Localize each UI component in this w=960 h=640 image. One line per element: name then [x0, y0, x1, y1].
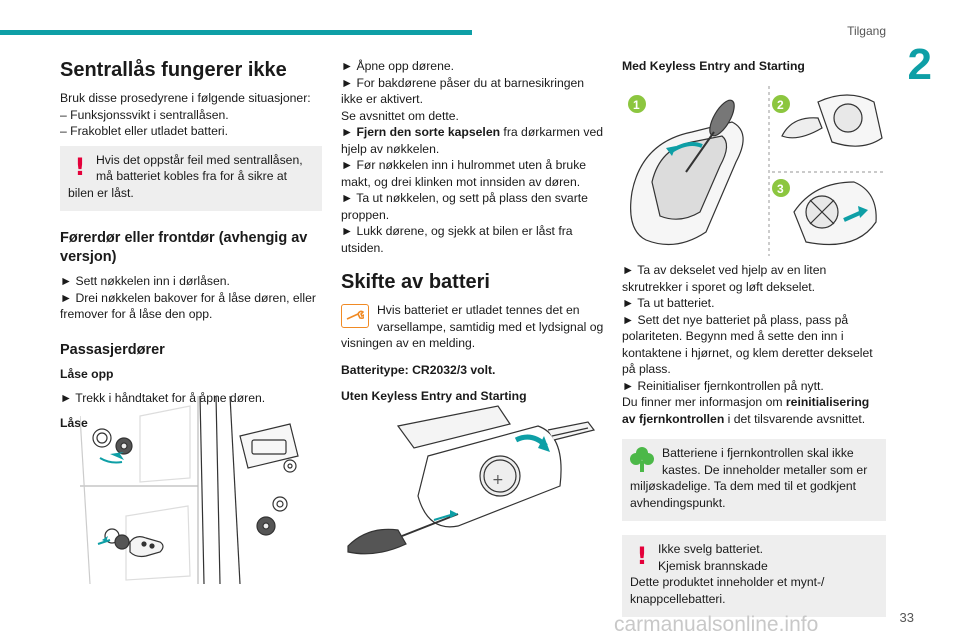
- recycle-leaf-icon: [630, 445, 654, 478]
- step: ► Sett det nye batteriet på plass, pass …: [622, 312, 873, 377]
- column-1: Sentrallås fungerer ikke Bruk disse pros…: [60, 58, 322, 435]
- step-badge: [772, 179, 790, 197]
- with-keyless-heading: Med Keyless Entry and Starting: [622, 58, 886, 75]
- step-badge-label: 2: [777, 98, 784, 112]
- step: ► Ta av dekselet ved hjelp av en liten s…: [622, 263, 827, 294]
- without-keyless-text: Uten Keyless Entry and Starting: [341, 389, 527, 403]
- step-badge: [772, 95, 790, 113]
- step-bold: ► Fjern den sorte kapselen: [341, 125, 501, 139]
- battery-note: Hvis batteriet er utladet tennes det en …: [341, 302, 605, 352]
- warning-note: ! Hvis det oppstår feil med sentrallåsen…: [60, 145, 322, 211]
- warning-icon: !: [636, 542, 648, 570]
- eco-note-text: Batteriene i fjernkontrollen skal ikke k…: [630, 446, 868, 510]
- chapter-number: 2: [907, 40, 932, 89]
- step-badge-label: 3: [777, 182, 784, 196]
- wrench-icon: [341, 304, 369, 328]
- step: ► Trekk i håndtaket for å åpne døren.: [60, 391, 266, 405]
- eco-note: Batteriene i fjernkontrollen skal ikke k…: [622, 439, 886, 521]
- warning-line: Ikke svelg batteriet.: [658, 542, 763, 556]
- step: ► Drei nøkkelen bakover for å låse døren…: [60, 290, 316, 322]
- header-accent-bar: [0, 30, 472, 35]
- info-bold: reinitialisering av fjernkontrollen: [622, 395, 870, 426]
- warning-line: Kjemisk brannskade: [658, 558, 768, 573]
- column-2: ► Åpne opp dørene. ► For bakdørene påser…: [341, 58, 605, 405]
- section-title: Sentrallås fungerer ikke: [60, 59, 287, 81]
- step: ► Åpne opp dørene.: [341, 59, 455, 73]
- keyless-battery-illustration: 1 2 3: [628, 86, 884, 256]
- key-battery-illustration: +: [347, 405, 596, 555]
- step: ► Fjern den sorte kapselen fra dørkarmen…: [341, 124, 605, 157]
- step-badge: [628, 95, 646, 113]
- list-item: – Funksjonssvikt i sentrallåsen.: [60, 107, 229, 122]
- section-name: Tilgang: [847, 24, 886, 38]
- step: ► Sett nøkkelen inn i dørlåsen.: [60, 274, 230, 288]
- warning-line: Dette produktet inneholder et mynt-/ kna…: [630, 575, 825, 606]
- step: ► Ta ut nøkkelen, og sett på plass den s…: [341, 191, 588, 222]
- with-keyless-text: Med Keyless Entry and Starting: [622, 59, 805, 73]
- page-number: 33: [899, 610, 914, 625]
- list-item: – Frakoblet eller utladet batteri.: [60, 124, 229, 138]
- step-rest: fra dørkarmen ved hjelp av nøkkelen.: [341, 125, 603, 156]
- column-3: Med Keyless Entry and Starting: [622, 58, 886, 75]
- column-3-lower: ► Ta av dekselet ved hjelp av en liten s…: [622, 262, 886, 631]
- step: ► Før nøkkelen inn i hulrommet uten å br…: [341, 158, 587, 189]
- battery-type-text: Batteritype: CR2032/3 volt.: [341, 362, 496, 377]
- warning-icon: !: [74, 152, 86, 181]
- battery-warning-note: ! Ikke svelg batteriet. Kjemisk brannska…: [622, 535, 886, 617]
- info-post: i det tilsvarende avsnittet.: [724, 411, 866, 426]
- watermark: carmanualsonline.info: [614, 613, 819, 636]
- intro-text: Bruk disse prosedyrene i følgende situas…: [60, 91, 311, 105]
- unlock-heading: Låse opp: [60, 366, 114, 381]
- battery-note-text: Hvis batteriet er utladet tennes det en …: [341, 303, 604, 350]
- battery-type: Batteritype: CR2032/3 volt.: [341, 362, 605, 379]
- info-text: Du finner mer informasjon om reinitialis…: [622, 394, 886, 427]
- passenger-doors-heading: Passasjerdører: [60, 341, 165, 358]
- step: ► For bakdørene påser du at barnesikring…: [341, 75, 585, 107]
- step: ► Ta ut batteriet.: [622, 296, 715, 310]
- door-lock-illustration: [80, 396, 299, 584]
- without-keyless-heading: Uten Keyless Entry and Starting: [341, 388, 605, 405]
- driver-door-heading: Førerdør eller frontdør (avhengig av ver…: [60, 230, 308, 265]
- battery-title: Skifte av batteri: [341, 271, 490, 293]
- step-badge-label: 1: [633, 98, 640, 112]
- warning-text: Hvis det oppstår feil med sentrallåsen, …: [68, 152, 303, 200]
- svg-text:+: +: [492, 472, 504, 488]
- info-pre: Du finner mer informasjon om: [622, 395, 786, 409]
- cross-reference: Se avsnittet om dette.: [341, 108, 459, 123]
- step: ► Lukk dørene, og sjekk at bilen er låst…: [341, 224, 573, 255]
- step: ► Reinitialiser fjernkontrollen på nytt.: [622, 378, 824, 393]
